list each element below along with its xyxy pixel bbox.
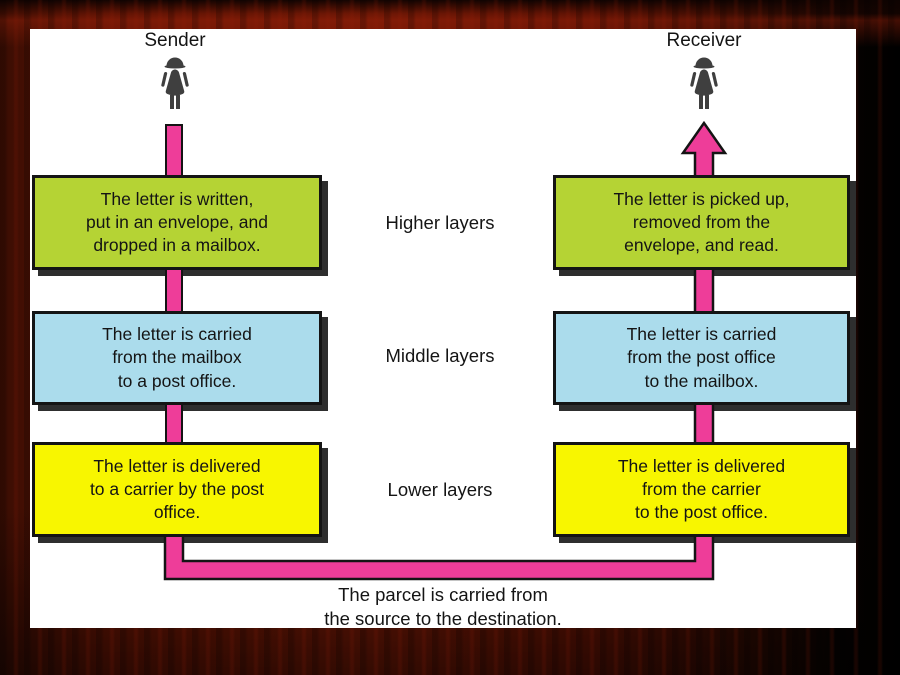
receiver-woman-icon — [690, 57, 718, 109]
sender-middle-layer-box: The letter is carried from the mailbox t… — [32, 311, 322, 405]
receiver-label: Receiver — [666, 30, 742, 51]
parcel-caption: The parcel is carried from the source to… — [324, 584, 562, 630]
sender-lower-layer-box: The letter is delivered to a carrier by … — [32, 442, 322, 537]
parcel-connector-pipe — [163, 533, 715, 581]
middle-layers-label: Middle layers — [385, 345, 495, 366]
receiver-middle-layer-box: The letter is carried from the post offi… — [553, 311, 850, 405]
receiver-lower-layer-box: The letter is delivered from the carrier… — [553, 442, 850, 537]
lower-layers-label: Lower layers — [387, 479, 493, 500]
sender-higher-layer-box: The letter is written, put in an envelop… — [32, 175, 322, 270]
receiver-higher-layer-box: The letter is picked up, removed from th… — [553, 175, 850, 270]
diagram-panel: Sender Receiver — [30, 29, 856, 630]
sender-label: Sender — [144, 30, 206, 51]
sender-woman-icon — [161, 57, 189, 109]
higher-layers-label: Higher layers — [385, 212, 495, 233]
